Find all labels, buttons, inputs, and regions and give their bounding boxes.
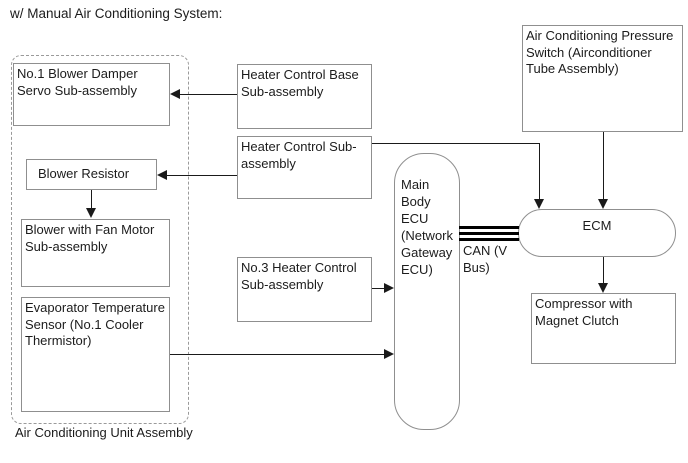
edge-resistor-to-fanmotor-line bbox=[91, 190, 92, 209]
edge-no3-heater-to-mbecu-arrowhead bbox=[384, 283, 394, 293]
edge-evaporator-to-mbecu-line bbox=[170, 354, 385, 355]
node-label: Heater Control Base Sub-assembly bbox=[241, 67, 359, 99]
node-label: Blower with Fan Motor Sub-assembly bbox=[25, 222, 155, 254]
ac-unit-assembly-group bbox=[11, 55, 189, 424]
node-ecm: ECM bbox=[518, 209, 676, 257]
edge-evaporator-to-mbecu-arrowhead bbox=[384, 349, 394, 359]
edge-heater-base-to-damper-line bbox=[179, 94, 237, 95]
node-label: No.1 Blower Damper Servo Sub-assembly bbox=[17, 66, 138, 98]
edge-resistor-to-fanmotor-arrowhead bbox=[86, 208, 96, 218]
edge-heater-sub-to-ecm-vline bbox=[539, 143, 540, 200]
node-main-body-ecu: Main Body ECU (Network Gateway ECU) bbox=[394, 153, 460, 430]
node-compressor: Compressor with Magnet Clutch bbox=[531, 293, 676, 364]
edge-heater-sub-to-ecm-arrowhead bbox=[534, 199, 544, 209]
edge-no3-heater-to-mbecu-line bbox=[372, 288, 385, 289]
can-bus-label: CAN (V Bus) bbox=[463, 243, 508, 275]
node-evaporator-sensor: Evaporator Temperature Sensor (No.1 Cool… bbox=[21, 297, 170, 412]
node-ac-pressure-switch: Air Conditioning Pressure Switch (Aircon… bbox=[522, 25, 683, 132]
edge-pressure-switch-to-ecm-line bbox=[603, 132, 604, 200]
diagram-title: w/ Manual Air Conditioning System: bbox=[10, 6, 223, 21]
node-label: Air Conditioning Pressure Switch (Aircon… bbox=[526, 28, 674, 76]
node-blower-fan-motor: Blower with Fan Motor Sub-assembly bbox=[21, 219, 170, 287]
node-no1-blower-damper-servo: No.1 Blower Damper Servo Sub-assembly bbox=[13, 63, 170, 126]
edge-heater-sub-to-resistor-line bbox=[166, 175, 237, 176]
can-bus-bar bbox=[459, 232, 519, 235]
edge-heater-base-to-damper-arrowhead bbox=[170, 89, 180, 99]
edge-heater-sub-to-resistor-arrowhead bbox=[157, 170, 167, 180]
node-label: ECM bbox=[582, 218, 612, 233]
edge-heater-sub-to-ecm-hline bbox=[372, 143, 540, 144]
node-label: Heater Control Sub-assembly bbox=[241, 139, 357, 171]
node-label: Compressor with Magnet Clutch bbox=[535, 296, 633, 328]
node-heater-control-sub: Heater Control Sub-assembly bbox=[237, 136, 372, 199]
node-heater-control-base: Heater Control Base Sub-assembly bbox=[237, 64, 372, 129]
edge-ecm-to-compressor-line bbox=[603, 257, 604, 284]
node-label: Blower Resistor bbox=[38, 166, 130, 182]
edge-ecm-to-compressor-arrowhead bbox=[598, 283, 608, 293]
node-blower-resistor: Blower Resistor bbox=[26, 159, 157, 190]
node-label: Evaporator Temperature Sensor (No.1 Cool… bbox=[25, 300, 165, 348]
can-bus-bar bbox=[459, 226, 519, 229]
edge-pressure-switch-to-ecm-arrowhead bbox=[598, 199, 608, 209]
node-label: Main Body ECU (Network Gateway ECU) bbox=[401, 177, 454, 277]
ac-unit-assembly-label: Air Conditioning Unit Assembly bbox=[15, 425, 193, 440]
node-no3-heater-control: No.3 Heater Control Sub-assembly bbox=[237, 257, 372, 322]
node-label: No.3 Heater Control Sub-assembly bbox=[241, 260, 357, 292]
can-bus-bar bbox=[459, 238, 519, 241]
